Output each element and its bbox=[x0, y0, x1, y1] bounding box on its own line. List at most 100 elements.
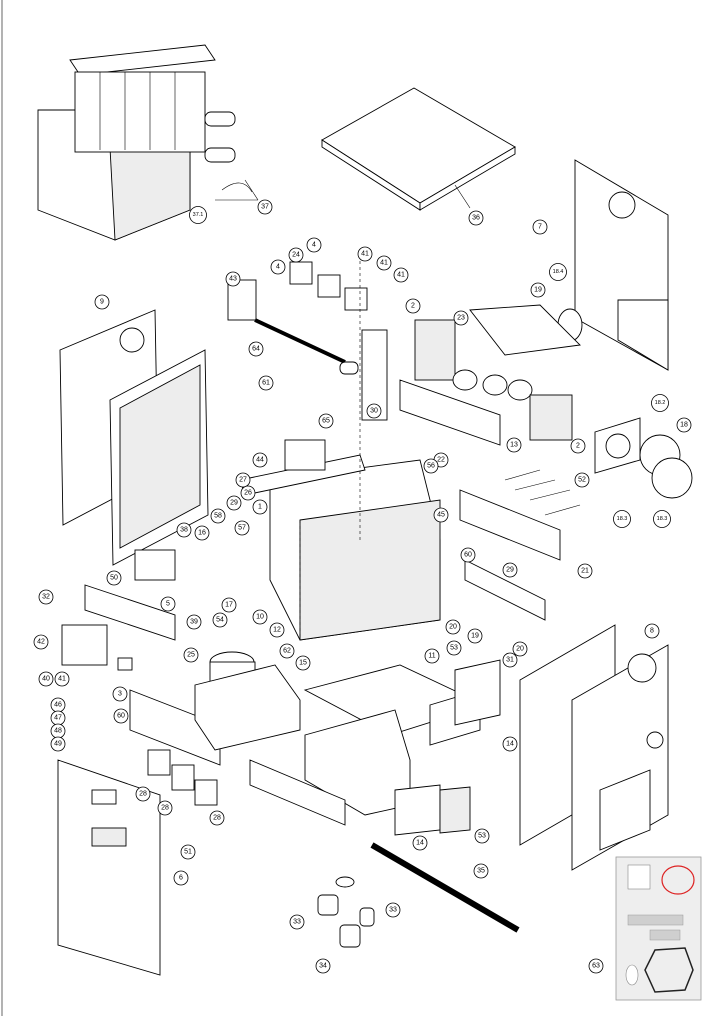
part-number-label: 20 bbox=[516, 646, 524, 653]
part-number-label: 50 bbox=[110, 575, 118, 582]
part-callout-60: 60 bbox=[113, 708, 129, 724]
part-number-label: 48 bbox=[54, 728, 62, 735]
part-number-label: 56 bbox=[427, 463, 435, 470]
part-number-label: 7 bbox=[538, 224, 542, 231]
front-panel bbox=[57, 759, 161, 976]
part-callout-62: 62 bbox=[279, 643, 295, 659]
part-callout-50: 50 bbox=[106, 570, 122, 586]
header-pipes bbox=[459, 469, 581, 621]
part-number-label: 49 bbox=[54, 741, 62, 748]
part-callout-8: 8 bbox=[644, 623, 660, 639]
control-components bbox=[61, 549, 221, 806]
part-callout-53: 53 bbox=[474, 828, 490, 844]
part-number-label: 21 bbox=[581, 568, 589, 575]
part-callout-5: 5 bbox=[160, 596, 176, 612]
part-number-label: 44 bbox=[256, 457, 264, 464]
part-callout-45: 45 bbox=[433, 507, 449, 523]
part-callout-21: 21 bbox=[577, 563, 593, 579]
part-callout-14: 14 bbox=[502, 736, 518, 752]
part-number-label: 3 bbox=[118, 691, 122, 698]
part-callout-15: 15 bbox=[295, 655, 311, 671]
part-number-label: 6 bbox=[179, 875, 183, 882]
part-number-label: 2 bbox=[411, 303, 415, 310]
part-callout-43: 43 bbox=[225, 271, 241, 287]
part-callout-17: 17 bbox=[221, 597, 237, 613]
part-number-label: 18 bbox=[680, 422, 688, 429]
part-callout-33: 33 bbox=[289, 914, 305, 930]
part-callout-23: 23 bbox=[453, 310, 469, 326]
part-callout-47: 47 bbox=[50, 710, 66, 726]
kit-photo-inset bbox=[615, 856, 702, 1001]
part-callout-41: 41 bbox=[54, 671, 70, 687]
part-number-label: 41 bbox=[361, 251, 369, 258]
part-number-label: 4 bbox=[276, 264, 280, 271]
part-number-label: 60 bbox=[117, 713, 125, 720]
part-callout-38: 38 bbox=[176, 522, 192, 538]
part-callout-16: 16 bbox=[194, 525, 210, 541]
part-number-label: 62 bbox=[283, 648, 291, 655]
part-number-label: 33 bbox=[293, 919, 301, 926]
part-number-label: 65 bbox=[322, 418, 330, 425]
part-number-label: 43 bbox=[229, 276, 237, 283]
part-number-label: 18.3 bbox=[617, 516, 628, 522]
part-callout-34: 34 bbox=[315, 958, 331, 974]
part-number-label: 18.2 bbox=[655, 400, 666, 406]
part-callout-54: 54 bbox=[212, 612, 228, 628]
part-callout-12: 12 bbox=[269, 622, 285, 638]
part-callout-28: 28 bbox=[209, 810, 225, 826]
part-number-label: 31 bbox=[506, 657, 514, 664]
top-panel bbox=[321, 87, 516, 211]
part-callout-1: 1 bbox=[252, 499, 268, 515]
part-callout-19: 19 bbox=[530, 282, 546, 298]
part-callout-52: 52 bbox=[574, 472, 590, 488]
part-number-label: 9 bbox=[100, 299, 104, 306]
part-number-label: 28 bbox=[213, 815, 221, 822]
part-callout-18-3: 18.3 bbox=[653, 510, 671, 528]
part-number-label: 8 bbox=[650, 628, 654, 635]
part-number-label: 18.4 bbox=[553, 269, 564, 275]
part-callout-10: 10 bbox=[252, 609, 268, 625]
part-number-label: 16 bbox=[198, 530, 206, 537]
part-number-label: 13 bbox=[510, 442, 518, 449]
vent-collar bbox=[594, 417, 693, 499]
part-number-label: 24 bbox=[292, 252, 300, 259]
part-callout-49: 49 bbox=[50, 736, 66, 752]
part-number-label: 39 bbox=[190, 619, 198, 626]
blower-assembly bbox=[399, 304, 581, 446]
heat-exchanger-crate bbox=[37, 44, 259, 241]
part-callout-65: 65 bbox=[318, 413, 334, 429]
part-number-label: 5 bbox=[166, 601, 170, 608]
part-callout-2: 2 bbox=[570, 438, 586, 454]
part-number-label: 11 bbox=[428, 653, 435, 660]
part-callout-56: 56 bbox=[423, 458, 439, 474]
right-jacket-panel bbox=[519, 624, 669, 871]
part-callout-53: 53 bbox=[446, 640, 462, 656]
part-number-label: 30 bbox=[370, 408, 378, 415]
part-number-label: 64 bbox=[252, 346, 260, 353]
part-callout-41: 41 bbox=[357, 246, 373, 262]
part-number-label: 41 bbox=[58, 676, 66, 683]
part-number-label: 63 bbox=[592, 963, 600, 970]
part-number-label: 25 bbox=[187, 652, 195, 659]
part-callout-31: 31 bbox=[502, 652, 518, 668]
part-callout-18-3: 18.3 bbox=[613, 510, 631, 528]
part-number-label: 27 bbox=[239, 477, 247, 484]
left-side-frame bbox=[59, 309, 209, 566]
part-number-label: 51 bbox=[184, 849, 192, 856]
part-number-label: 14 bbox=[416, 840, 424, 847]
burner-assembly bbox=[239, 255, 441, 641]
part-callout-29: 29 bbox=[502, 562, 518, 578]
part-number-label: 18.3 bbox=[657, 516, 668, 522]
part-callout-33: 33 bbox=[385, 902, 401, 918]
part-number-label: 45 bbox=[437, 512, 445, 519]
part-callout-32: 32 bbox=[38, 589, 54, 605]
part-callout-41: 41 bbox=[376, 255, 392, 271]
part-callout-37: 37 bbox=[257, 199, 273, 215]
part-number-label: 23 bbox=[457, 315, 465, 322]
part-number-label: 10 bbox=[256, 614, 264, 621]
part-number-label: 52 bbox=[578, 477, 586, 484]
part-number-label: 41 bbox=[380, 260, 388, 267]
part-number-label: 53 bbox=[450, 645, 458, 652]
part-callout-58: 58 bbox=[210, 508, 226, 524]
